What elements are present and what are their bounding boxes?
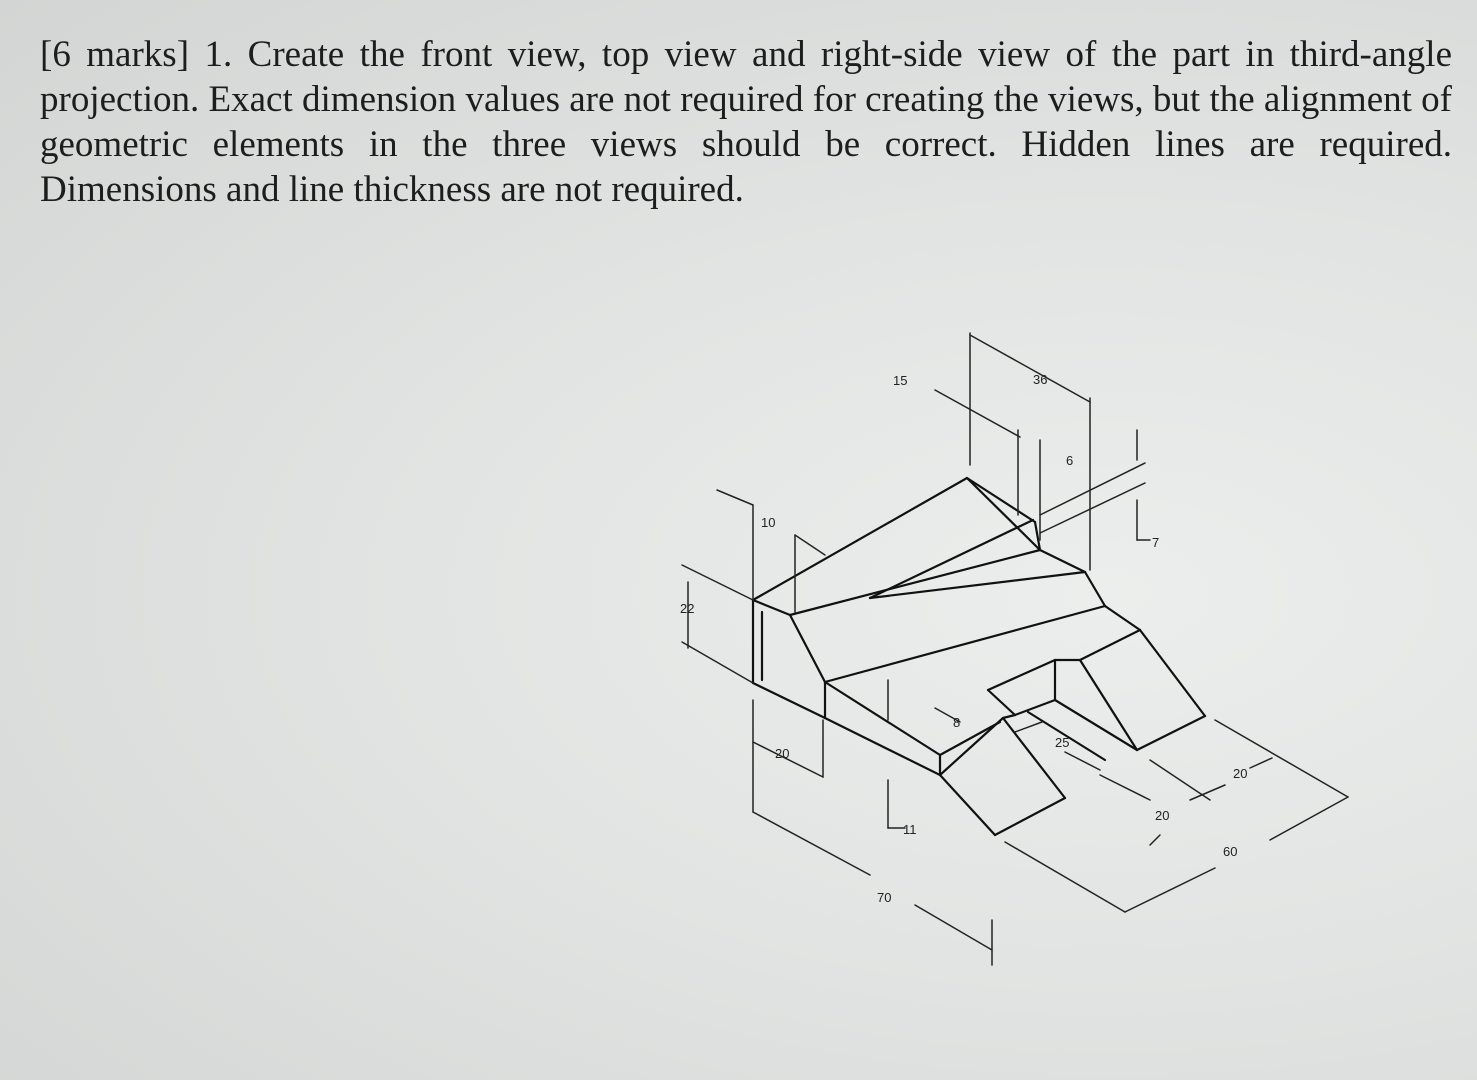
dim-20-right: 20 xyxy=(1155,808,1169,823)
extension-lines xyxy=(681,332,1349,966)
dim-60: 60 xyxy=(1223,844,1237,859)
dim-20-left: 20 xyxy=(775,746,789,761)
dim-36: 36 xyxy=(1033,372,1047,387)
dim-10: 10 xyxy=(761,515,775,530)
dim-11: 11 xyxy=(903,822,917,837)
dim-15: 15 xyxy=(893,373,907,388)
dim-20-far: 20 xyxy=(1233,766,1247,781)
dim-6: 6 xyxy=(1066,453,1073,468)
dim-7: 7 xyxy=(1152,535,1159,550)
dim-8: 8 xyxy=(953,715,960,730)
part-outline xyxy=(751,476,1207,837)
dim-70: 70 xyxy=(877,890,891,905)
dim-25: 25 xyxy=(1055,735,1069,750)
dim-22: 22 xyxy=(680,601,694,616)
dimension-labels: 15 36 6 7 10 22 20 11 8 25 20 20 60 70 xyxy=(680,372,1247,905)
question-text: [6 marks] 1. Create the front view, top … xyxy=(40,34,1452,210)
